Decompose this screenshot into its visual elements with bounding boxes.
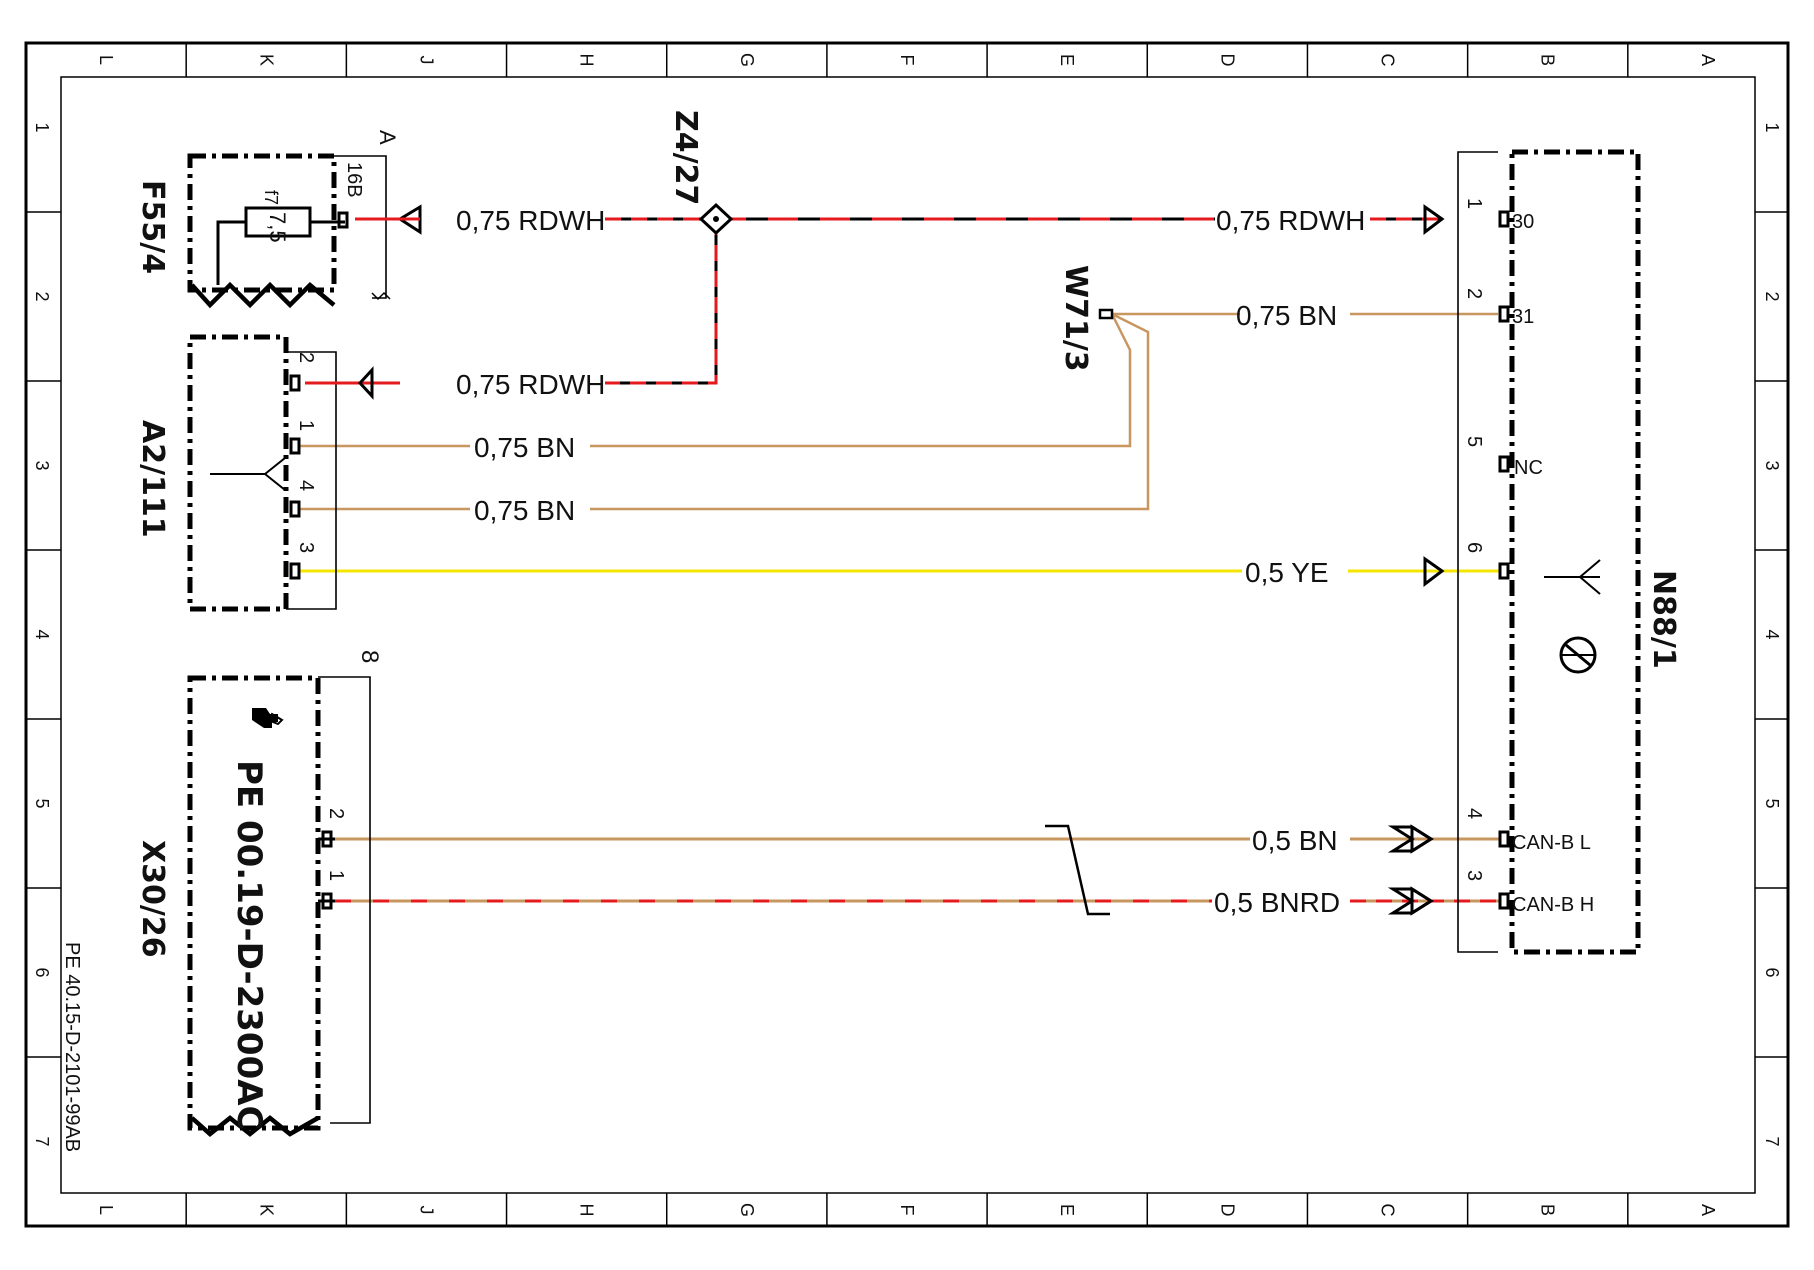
document-id: PE 40.15-D-2101-99AB xyxy=(61,942,83,1152)
n88-pin-num-6: 6 xyxy=(1463,542,1485,553)
grid-row-label-right: 2 xyxy=(1762,291,1782,301)
wire-w71-branches xyxy=(300,312,1150,511)
grid-col-label-top: L xyxy=(96,55,116,65)
grid-col-label-top: E xyxy=(1057,54,1077,66)
z4-name: Z4/27 xyxy=(668,110,703,205)
grid-col-label-bottom: K xyxy=(256,1204,276,1216)
wire-label-w71-n88: 0,75 BN xyxy=(1236,300,1337,331)
grid-row-label-right: 1 xyxy=(1762,122,1782,132)
x30-pin-1: 1 xyxy=(325,870,347,881)
grid-col-label-bottom: G xyxy=(737,1203,757,1217)
n88-pin-lbl-1: 30 xyxy=(1512,211,1534,233)
inner-frame xyxy=(60,76,1756,1194)
grid-row-label-left: 6 xyxy=(32,967,52,977)
grid-col-label-top: A xyxy=(1698,54,1718,66)
twisted-pair-marker xyxy=(1045,824,1110,916)
grid-row-label-right: 3 xyxy=(1762,460,1782,470)
component-x30-26 xyxy=(187,675,371,1137)
wire-label-can-l: 0,5 BN xyxy=(1252,825,1338,856)
arrow-n88-pin3 xyxy=(1387,886,1434,916)
a2-pin-2: 2 xyxy=(295,352,317,363)
x30-pin-2: 2 xyxy=(325,808,347,819)
wire-label-a2-1: 0,75 BN xyxy=(474,432,575,463)
wire-label-f55-z4: 0,75 RDWH xyxy=(456,205,605,236)
wire-z4-a2 xyxy=(305,219,718,385)
n88-pin-num-1: 1 xyxy=(1463,198,1485,209)
a2-pin-1: 1 xyxy=(295,420,317,431)
wire-label-z4-a2: 0,75 RDWH xyxy=(456,369,605,400)
grid-row-label-left: 7 xyxy=(32,1136,52,1146)
x30-ref-label: 8 xyxy=(356,650,383,663)
w71-name: W71/3 xyxy=(1058,265,1093,372)
grid-col-label-bottom: H xyxy=(577,1204,597,1217)
n88-pin-lbl-5: NC xyxy=(1514,457,1543,479)
n88-pin-labels: 1 30 2 31 5 NC 6 4 CAN-B L 3 CAN-B H xyxy=(1463,198,1594,916)
a2-name: A2/111 xyxy=(135,420,170,538)
wire-label-a2-4: 0,75 BN xyxy=(474,495,575,526)
a2-pin-3: 3 xyxy=(295,542,317,553)
n88-pin-lbl-2: 31 xyxy=(1512,306,1534,328)
arrow-n88-pin4 xyxy=(1387,824,1434,854)
grid-col-label-top: H xyxy=(577,54,597,67)
grid-row-label-left: 3 xyxy=(32,460,52,470)
component-w71-3 xyxy=(1098,308,1114,320)
grid-col-label-top: K xyxy=(256,54,276,66)
grid-col-label-top: F xyxy=(897,55,917,66)
grid-row-label-left: 5 xyxy=(32,798,52,808)
pointing-hand-icon xyxy=(252,708,284,728)
grid-col-label-bottom: C xyxy=(1378,1204,1398,1217)
f55-fuse-value: 7,5 xyxy=(265,212,290,243)
grid-col-label-top: J xyxy=(416,56,436,65)
grid-row-label-right: 5 xyxy=(1762,798,1782,808)
n88-pin-num-5: 5 xyxy=(1463,436,1485,447)
grid-row-label-right: 4 xyxy=(1762,629,1782,639)
outer-frame xyxy=(24,41,1790,1228)
n88-pin-lbl-4: CAN-B L xyxy=(1512,832,1591,854)
grid-col-label-top: D xyxy=(1217,54,1237,67)
grid-col-label-bottom: E xyxy=(1057,1204,1077,1216)
component-f55-4 xyxy=(187,153,422,309)
grid-col-label-bottom: B xyxy=(1538,1204,1558,1216)
grid-row-label-right: 6 xyxy=(1762,967,1782,977)
arrow-n88-pin6 xyxy=(1423,556,1445,588)
grid-labels: L L K K J J H H G G F F E E D D C C B B A A 1 1 2 2 3 3 4 4 5 5 6 6 7 7 xyxy=(32,53,1782,1217)
f55-pin-label: 16B xyxy=(343,162,365,198)
grid-row-label-left: 2 xyxy=(32,291,52,301)
grid-col-label-top: C xyxy=(1378,54,1398,67)
transistor-icon xyxy=(1559,636,1597,674)
grid-row-label-left: 1 xyxy=(32,122,52,132)
wire-label-can-h: 0,5 BNRD xyxy=(1214,887,1340,918)
f55-ref-label: A xyxy=(375,130,400,145)
wire-label-z4-n88: 0,75 RDWH xyxy=(1216,205,1365,236)
grid-col-label-bottom: J xyxy=(416,1206,436,1215)
component-z4-27 xyxy=(698,202,734,236)
component-a2-111 xyxy=(187,334,374,612)
grid-col-label-top: B xyxy=(1538,54,1558,66)
x30-name: X30/26 xyxy=(135,840,170,958)
grid-row-label-left: 4 xyxy=(32,629,52,639)
n88-pin-num-4: 4 xyxy=(1463,808,1485,819)
n88-pin-lbl-3: CAN-B H xyxy=(1512,894,1594,916)
grid-col-label-bottom: A xyxy=(1698,1204,1718,1216)
n88-pin-num-2: 2 xyxy=(1463,288,1485,299)
grid-ticks xyxy=(26,43,1788,1226)
component-n88-1 xyxy=(1457,149,1641,955)
f55-name: F55/4 xyxy=(135,180,170,274)
grid-row-label-right: 7 xyxy=(1762,1136,1782,1146)
wire-label-ye: 0,5 YE xyxy=(1245,557,1329,588)
f55-fuse-label: f7 xyxy=(261,190,281,205)
grid-col-label-bottom: L xyxy=(96,1205,116,1215)
n88-name: N88/1 xyxy=(1646,570,1681,669)
x30-note: PE 00.19-D-2300AC xyxy=(229,760,269,1131)
grid-col-label-top: G xyxy=(737,53,757,67)
n88-pin-num-3: 3 xyxy=(1463,870,1485,881)
grid-col-label-bottom: D xyxy=(1217,1204,1237,1217)
a2-pin-4: 4 xyxy=(295,480,317,491)
grid-col-label-bottom: F xyxy=(897,1205,917,1216)
arrow-n88-pin1 xyxy=(1423,204,1445,236)
